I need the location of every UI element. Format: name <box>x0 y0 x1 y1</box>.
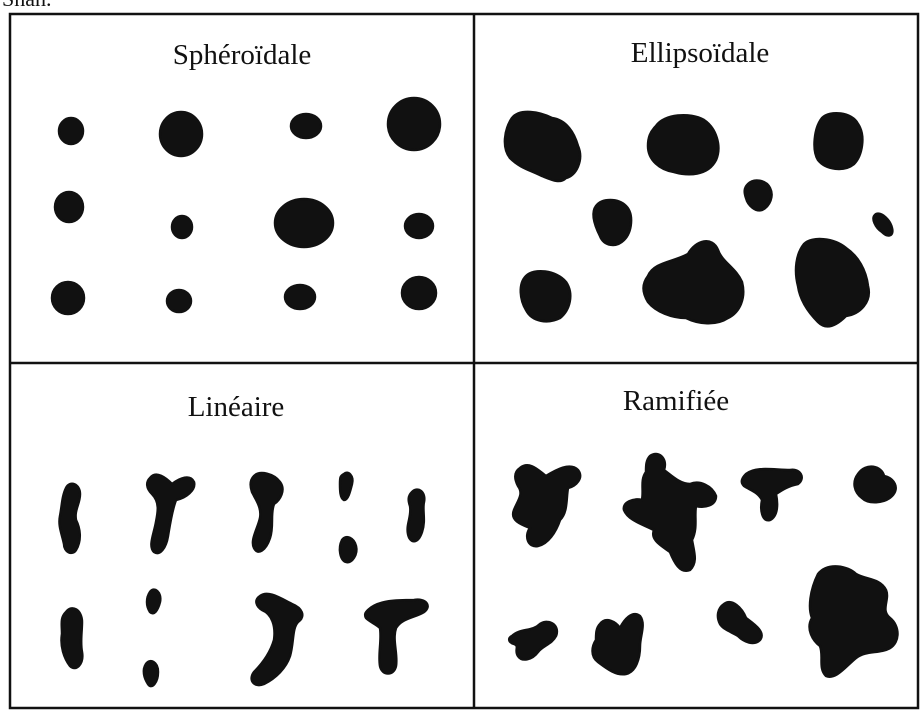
linear-particle <box>61 608 82 668</box>
linear-particle <box>408 490 425 542</box>
linear-panel <box>59 473 427 686</box>
linear-particle <box>252 594 303 685</box>
spheroidal-particle <box>291 114 321 138</box>
spheroidal-particle <box>52 282 84 314</box>
branched-particle <box>624 454 716 571</box>
linear-particle <box>147 475 194 553</box>
spheroidal-particle <box>388 98 440 150</box>
branched-particle <box>593 614 643 674</box>
branched-panel <box>509 454 897 677</box>
header-fragment: Shah. <box>2 0 52 11</box>
branched-particle <box>742 469 802 520</box>
ellipsoidal-particle <box>796 239 869 326</box>
panel-title-linear: Linéaire <box>188 391 285 423</box>
branched-particle <box>513 465 580 546</box>
spheroidal-panel <box>52 98 440 314</box>
spheroidal-particle <box>160 112 202 156</box>
ellipsoidal-particle <box>505 112 580 181</box>
spheroidal-particle <box>55 192 83 222</box>
branched-particle <box>855 467 896 503</box>
linear-particle <box>59 484 80 553</box>
ellipsoidal-particle <box>644 241 744 323</box>
spheroidal-particle <box>275 199 333 247</box>
panel-title-spheroidal: Sphéroïdale <box>173 39 312 71</box>
spheroidal-particle <box>405 214 433 238</box>
panel-title-ellipsoidal: Ellipsoïdale <box>631 37 770 69</box>
linear-particle <box>340 537 356 562</box>
ellipsoidal-particle <box>745 181 772 211</box>
spheroidal-particle <box>172 216 192 238</box>
ellipsoidal-particle <box>521 271 571 321</box>
spheroidal-particle <box>59 118 83 144</box>
ellipsoidal-particle <box>593 200 631 245</box>
linear-particle <box>251 473 283 552</box>
linear-particle <box>144 661 158 686</box>
branched-particle <box>810 566 898 676</box>
branched-particle <box>718 602 762 643</box>
panel-title-branched: Ramifiée <box>623 385 729 417</box>
ellipsoidal-particle <box>815 113 863 169</box>
ellipsoidal-particle <box>648 115 718 174</box>
spheroidal-particle <box>285 285 315 309</box>
linear-particle <box>340 473 352 500</box>
spheroidal-particle <box>402 277 436 309</box>
linear-particle <box>365 600 427 674</box>
spheroidal-particle <box>167 290 191 312</box>
ellipsoidal-particle <box>874 214 893 236</box>
branched-particle <box>509 622 557 660</box>
ellipsoidal-panel <box>505 112 892 326</box>
linear-particle <box>147 590 160 614</box>
